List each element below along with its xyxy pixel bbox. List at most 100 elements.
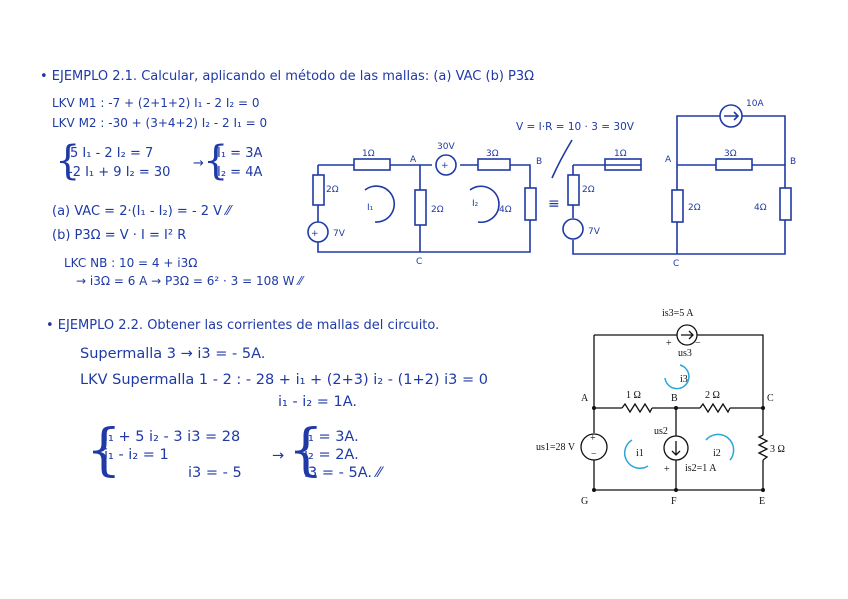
- c1-plus-7v: +: [311, 229, 319, 239]
- c2-label-1ohm: 1Ω: [614, 149, 627, 159]
- lkv-supermesh-equation: LKV Supermalla 1 - 2 : - 28 + i₁ + (2+3)…: [80, 372, 488, 388]
- fig-resistor-3ohm: [757, 434, 769, 461]
- system-eq-2: -2 I₁ + 9 I₂ = 30: [68, 165, 171, 180]
- solution-i1: I₁ = 3A: [217, 146, 263, 161]
- power-result: → i3Ω = 6 A → P3Ω = 6² · 3 = 108 W ⁄⁄: [76, 274, 303, 288]
- supermesh-3: Supermalla 3 → i3 = - 5A.: [80, 346, 266, 362]
- c1-mesh-arrow-2: [469, 185, 500, 224]
- solution2-i1: i₁ = 3A.: [304, 429, 359, 445]
- fig-label-1ohm: 1 Ω: [626, 390, 641, 401]
- c2-label-2ohm-mid: 2Ω: [688, 203, 701, 213]
- fig-node-g: G: [581, 496, 588, 507]
- c1-mesh-label-1: I₁: [367, 203, 374, 213]
- c2-resistor-1ohm: [604, 158, 642, 171]
- c2-resistor-4ohm: [779, 187, 792, 221]
- circuit-1: 1Ω 3Ω 2Ω 2Ω 4Ω 7V 30V + + A B C I₁ I₂: [307, 142, 542, 267]
- c1-voltage-source-30v: [435, 154, 457, 176]
- solution-arrow: →: [193, 156, 204, 171]
- c1-node-c: C: [416, 257, 422, 267]
- fig-label-us2: us2: [654, 426, 668, 437]
- c2-resistor-2ohm-left: [567, 174, 580, 206]
- fig-current-source-is3: [676, 324, 698, 346]
- c1-resistor-1ohm: [353, 158, 391, 171]
- fig-plus-is2: +: [664, 464, 670, 475]
- fig-node-f: F: [671, 496, 677, 507]
- fig-resistor-2ohm: [699, 402, 731, 414]
- c2-node-c: C: [673, 259, 679, 269]
- c2-label-4ohm: 4Ω: [754, 203, 767, 213]
- fig-mesh-arrow-2: [705, 433, 735, 461]
- fig-node-c: C: [767, 393, 774, 404]
- fig-label-us3: us3: [678, 348, 692, 359]
- system2-brace: {: [86, 418, 122, 483]
- fig-current-source-is2: [663, 435, 689, 461]
- note-pointer-arrow: [551, 139, 573, 179]
- fig-plus-us1: +: [590, 433, 596, 444]
- equivalence-symbol: ≡: [548, 196, 560, 212]
- solution-i2: I₂ = 4A: [217, 165, 263, 180]
- fig-minus-us3: −: [695, 338, 701, 349]
- system-eq-1: 5 I₁ - 2 I₂ = 7: [70, 146, 154, 161]
- c1-label-3ohm: 3Ω: [486, 149, 499, 159]
- c1-voltage-source-7v: [307, 221, 329, 243]
- c1-label-2ohm-left: 2Ω: [326, 185, 339, 195]
- c1-label-30v: 30V: [437, 142, 455, 152]
- solution2-brace: {: [288, 418, 324, 483]
- system2-eq-3: i3 = - 5: [188, 465, 242, 481]
- fig-minus-us1: −: [591, 449, 597, 460]
- solution-brace: {: [203, 138, 229, 184]
- c1-label-7v: 7V: [333, 229, 346, 239]
- fig-label-is2: is2=1 A: [685, 463, 717, 474]
- c2-node-a: A: [665, 155, 672, 165]
- fig-label-is3: is3=5 A: [662, 308, 694, 319]
- part-b-power: (b) P3Ω = V · I = I² R: [52, 228, 187, 243]
- circuit-2: 1Ω 3Ω 2Ω 2Ω 4Ω 7V 10A A B C: [562, 99, 796, 269]
- fig-is2-arrow: [671, 441, 681, 456]
- fig-is3-arrow: [681, 330, 694, 340]
- fig-node-a: A: [581, 393, 589, 404]
- c1-label-1ohm: 1Ω: [362, 149, 375, 159]
- c1-resistor-3ohm: [477, 158, 511, 171]
- fig-voltage-source-us1: [580, 433, 608, 461]
- c1-label-4ohm: 4Ω: [499, 205, 512, 215]
- c2-label-2ohm-left: 2Ω: [582, 185, 595, 195]
- c2-node-b: B: [790, 157, 796, 167]
- ohm-law-note: V = I·R = 10 · 3 = 30V: [516, 121, 634, 133]
- fig-plus-us3: +: [666, 338, 672, 349]
- c1-resistor-4ohm: [524, 187, 537, 221]
- system-brace: {: [55, 138, 81, 184]
- c1-mesh-arrow-1: [364, 185, 395, 223]
- c2-current-source-10a: [719, 104, 743, 128]
- c1-resistor-2ohm-mid: [414, 189, 427, 226]
- c2-label-3ohm: 3Ω: [724, 149, 737, 159]
- part-a-vac: (a) VAC = 2·(I₁ - I₂) = - 2 V ⁄⁄: [52, 204, 231, 219]
- c2-label-7v: 7V: [588, 227, 601, 237]
- fig-label-i1: i1: [636, 448, 644, 459]
- printed-circuit-figure: is3=5 A us3 + − i3 A B C 1 Ω 2 Ω 3 Ω us2…: [536, 308, 785, 507]
- fig-node-e: E: [759, 496, 765, 507]
- fig-label-3ohm: 3 Ω: [770, 444, 785, 455]
- solution2-i3: i3 = - 5A. ⁄⁄: [304, 465, 382, 481]
- system2-eq-1: i₁ + 5 i₂ - 3 i3 = 28: [104, 429, 241, 445]
- solution2-i2: i₂ = 2A.: [304, 447, 359, 463]
- c1-mesh-label-2: I₂: [472, 199, 479, 209]
- lkv-m1-equation: LKV M1 : -7 + (2+1+2) I₁ - 2 I₂ = 0: [52, 96, 260, 110]
- fig-label-2ohm: 2 Ω: [705, 390, 720, 401]
- solution2-arrow: →: [272, 448, 285, 464]
- fig-resistor-1ohm: [621, 402, 653, 414]
- example-2-1-title: • EJEMPLO 2.1. Calcular, aplicando el mé…: [40, 69, 535, 84]
- example-2-2-title: • EJEMPLO 2.2. Obtener las corrientes de…: [46, 318, 440, 333]
- fig-label-us1: us1=28 V: [536, 442, 576, 453]
- c1-plus-30v: +: [441, 161, 449, 171]
- lkv-m2-equation: LKV M2 : -30 + (3+4+2) I₂ - 2 I₁ = 0: [52, 116, 268, 130]
- fig-node-b: B: [671, 393, 678, 404]
- c2-resistor-2ohm-mid: [671, 189, 684, 223]
- c2-current-arrow: [724, 111, 740, 121]
- system2-eq-2: i₁ - i₂ = 1: [104, 447, 169, 463]
- c1-node-a: A: [410, 155, 417, 165]
- fig-mesh-arrow-1: [623, 439, 649, 469]
- c1-label-2ohm-mid: 2Ω: [431, 205, 444, 215]
- c2-label-10a: 10A: [746, 99, 764, 109]
- fig-mesh-arrow-3: [664, 364, 690, 390]
